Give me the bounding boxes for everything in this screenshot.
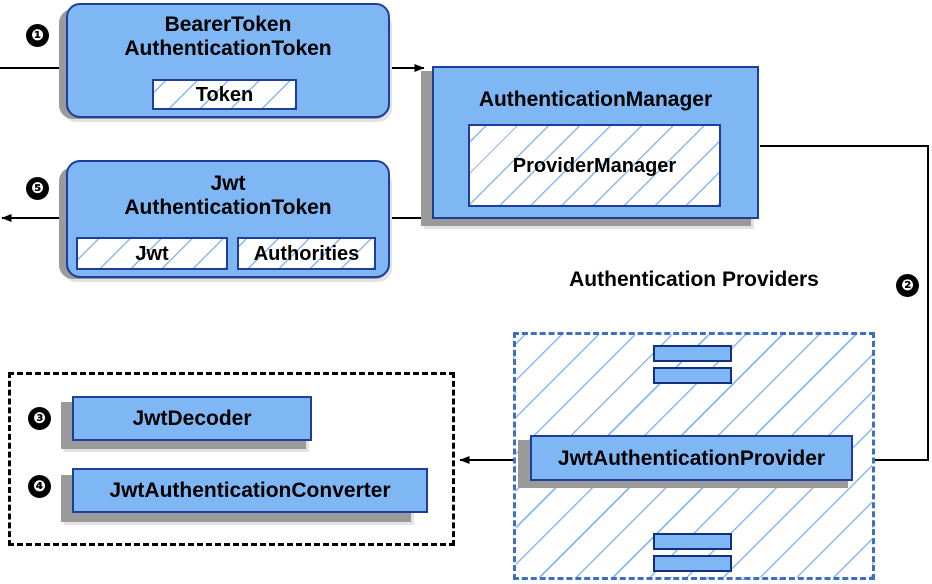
provider-bar-upper-2 [653, 367, 732, 384]
jwt-support-group [8, 372, 455, 546]
step-badge-1: ❶ [26, 24, 49, 47]
step-badge-3: ❸ [28, 407, 51, 430]
authentication-manager-title: AuthenticationManager [478, 88, 713, 111]
jwt-authentication-converter-title: JwtAuthenticationConverter [109, 479, 391, 502]
jwt-authentication-converter-node[interactable]: JwtAuthenticationConverter [72, 468, 428, 513]
provider-bar-lower-1 [653, 533, 732, 550]
bearer-token-compartment: Token [152, 79, 297, 110]
jwt-decoder-node[interactable]: JwtDecoder [72, 396, 312, 441]
jwt-compartment: Jwt [76, 237, 228, 270]
step-badge-5: ❺ [26, 177, 49, 200]
bearer-token-title-line2: AuthenticationToken [124, 36, 332, 60]
provider-bar-upper-1 [653, 345, 732, 362]
provider-manager-compartment: ProviderManager [468, 124, 721, 207]
jwt-authentication-provider-node[interactable]: JwtAuthenticationProvider [530, 435, 853, 481]
jwt-decoder-title: JwtDecoder [132, 407, 252, 430]
step-badge-2: ❷ [896, 274, 919, 297]
jwt-authentication-provider-title: JwtAuthenticationProvider [557, 447, 826, 470]
bearer-token-title-line1: BearerToken [164, 13, 292, 36]
provider-bar-lower-2 [653, 555, 732, 572]
authentication-providers-caption-line1: Authentication [569, 268, 717, 291]
provider-manager-compartment-label: ProviderManager [512, 155, 677, 177]
step-badge-4: ❹ [28, 475, 51, 498]
authentication-providers-caption-line2: Providers [721, 268, 819, 291]
jwt-authentication-token-title-line1: Jwt [210, 172, 246, 195]
authorities-compartment-label: Authorities [253, 243, 360, 265]
jwt-compartment-label: Jwt [135, 243, 169, 265]
jwt-authentication-token-title-line2: AuthenticationToken [124, 195, 332, 219]
bearer-token-compartment-label: Token [195, 84, 254, 106]
authentication-providers-caption: Authentication Providers [563, 268, 825, 292]
authorities-compartment: Authorities [237, 237, 376, 270]
